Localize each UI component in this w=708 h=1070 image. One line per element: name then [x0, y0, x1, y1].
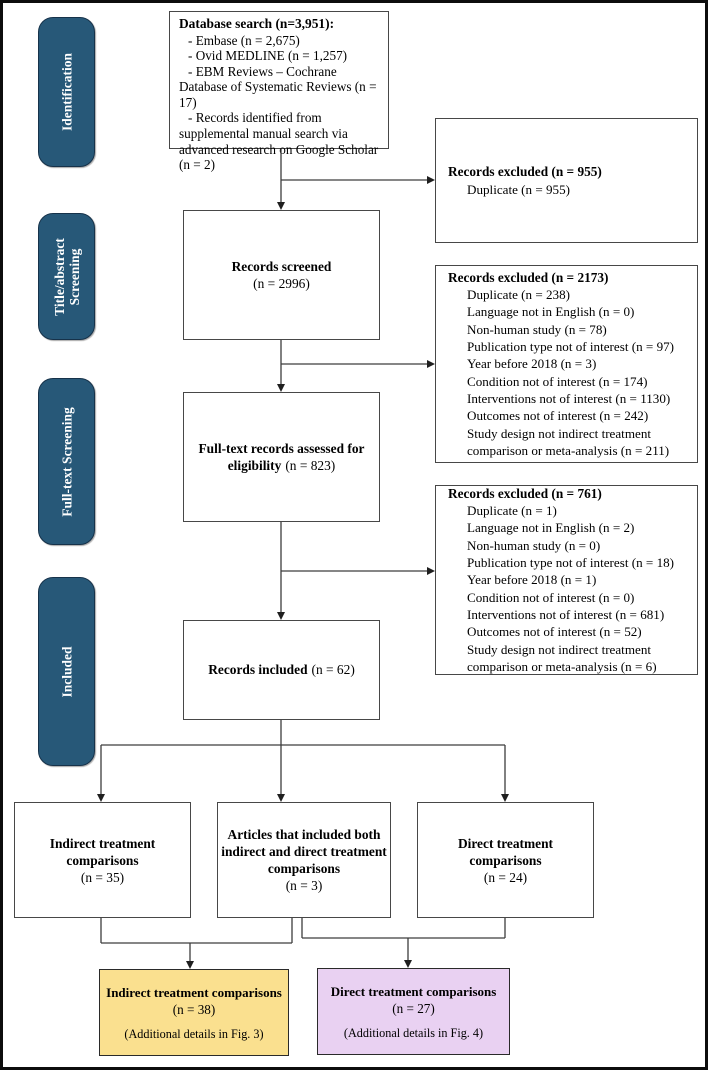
- indirect-title-line: Indirect treatment: [49, 835, 156, 851]
- both-count: (n = 3): [285, 878, 323, 893]
- records-included-title: Records included: [208, 662, 308, 677]
- indirect-total-count: (n = 38): [172, 1001, 216, 1017]
- both-title-line: Articles that included both: [227, 827, 381, 842]
- excluded-item: Outcomes not of interest (n = 52): [467, 624, 642, 640]
- excluded-item: Year before 2018 (n = 1): [467, 572, 597, 588]
- indirect-total-box: Indirect treatment comparisons (n = 38) …: [99, 969, 289, 1056]
- excluded-item: Non-human study (n = 0): [467, 537, 601, 553]
- excluded-item: Publication type not of interest (n = 18…: [467, 555, 675, 571]
- connector-merge-to-direct-total: [301, 918, 506, 968]
- excluded-title: Records excluded (n = 761): [448, 485, 602, 501]
- database-item: - Embase (n = 2,675): [188, 32, 300, 48]
- excluded-item: Duplicate (n = 238): [467, 287, 571, 303]
- database-item: - Ovid MEDLINE (n = 1,257): [188, 48, 348, 64]
- excluded-item: Year before 2018 (n = 3): [467, 356, 597, 372]
- records-screened-title: Records screened: [231, 259, 332, 274]
- both-title-line: comparisons: [267, 861, 341, 876]
- database-item: - Records identified from supplemental m…: [179, 110, 379, 173]
- fulltext-assessed-box: Full-text records assessed for eligibili…: [183, 392, 380, 522]
- excluded-item: Outcomes not of interest (n = 242): [467, 408, 649, 424]
- stage-label-included: Included: [38, 577, 95, 766]
- connector-fulltext-to-included: [277, 522, 435, 620]
- direct-title-line: Direct treatment: [457, 835, 554, 851]
- stage-label-text: Screening: [66, 248, 82, 305]
- direct-total-count: (n = 27): [392, 1000, 435, 1016]
- stage-label-identification: Identification: [38, 17, 95, 167]
- excluded-item: Condition not of interest (n = 0): [467, 589, 635, 605]
- stage-label-title-abstract-screening: Title/abstract Screening: [38, 213, 95, 340]
- excluded-item: Condition not of interest (n = 174): [467, 373, 648, 389]
- fulltext-assessed-line1: Full-text records assessed for: [198, 440, 365, 456]
- records-included-count: (n = 62): [311, 662, 355, 677]
- database-search-title: Database search (n=3,951):: [179, 16, 335, 31]
- excluded-item: Interventions not of interest (n = 1130): [467, 390, 671, 406]
- connector-screened-to-fulltext: [277, 340, 435, 392]
- direct-total-note: (Additional details in Fig. 4): [343, 1025, 484, 1040]
- stage-label-text: Identification: [59, 52, 74, 132]
- indirect-comparisons-box: Indirect treatment comparisons (n = 35): [14, 802, 191, 918]
- stage-label-text: Title/abstract: [51, 237, 67, 316]
- records-excluded-fulltext-box: Records excluded (n = 761) Duplicate (n …: [435, 485, 698, 675]
- both-title-line: indirect and direct treatment: [221, 844, 387, 859]
- excluded-item: Duplicate (n = 1): [467, 503, 557, 519]
- excluded-item: Interventions not of interest (n = 681): [467, 606, 665, 622]
- records-excluded-screening-box: Records excluded (n = 2173) Duplicate (n…: [435, 265, 698, 463]
- indirect-count: (n = 35): [80, 869, 125, 885]
- fulltext-assessed-count: (n = 823): [285, 457, 336, 473]
- excluded-item: Language not in English (n = 0): [467, 304, 635, 320]
- stage-label-text: Full-text Screening: [59, 406, 74, 517]
- excluded-item: Publication type not of interest (n = 97…: [467, 339, 675, 355]
- records-screened-box: Records screened (n = 2996): [183, 210, 380, 340]
- records-excluded-duplicates-box: Records excluded (n = 955) Duplicate (n …: [435, 118, 698, 243]
- connector-merge-to-indirect-total: [100, 918, 293, 969]
- indirect-total-title: Indirect treatment comparisons: [106, 984, 282, 1000]
- excluded-item: Non-human study (n = 78): [467, 321, 607, 337]
- database-search-box: Database search (n=3,951): - Embase (n =…: [169, 11, 389, 172]
- fulltext-assessed-line2: eligibility: [227, 457, 282, 473]
- excluded-item: Duplicate (n = 955): [467, 181, 571, 197]
- both-comparisons-box: Articles that included both indirect and…: [217, 802, 391, 918]
- direct-comparisons-box: Direct treatment comparisons (n = 24): [417, 802, 594, 918]
- excluded-title: Records excluded (n = 2173): [448, 269, 609, 285]
- excluded-item: Study design not indirect treatment comp…: [467, 641, 657, 674]
- stage-label-text: Included: [59, 645, 74, 698]
- direct-total-box: Direct treatment comparisons (n = 27) (A…: [317, 968, 510, 1055]
- direct-count: (n = 24): [483, 869, 528, 885]
- indirect-title-line: comparisons: [66, 852, 139, 868]
- indirect-total-note: (Additional details in Fig. 3): [124, 1026, 264, 1041]
- excluded-item: Study design not indirect treatment comp…: [467, 425, 670, 458]
- excluded-title: Records excluded (n = 955): [448, 164, 602, 180]
- direct-total-title: Direct treatment comparisons: [330, 983, 497, 999]
- database-item: - EBM Reviews – Cochrane Database of Sys…: [179, 63, 377, 110]
- connector-included-to-three-boxes: [97, 720, 509, 802]
- stage-label-fulltext-screening: Full-text Screening: [38, 378, 95, 545]
- records-screened-count: (n = 2996): [253, 276, 310, 291]
- direct-title-line: comparisons: [469, 852, 542, 868]
- excluded-item: Language not in English (n = 2): [467, 520, 635, 536]
- records-included-box: Records included (n = 62): [183, 620, 380, 720]
